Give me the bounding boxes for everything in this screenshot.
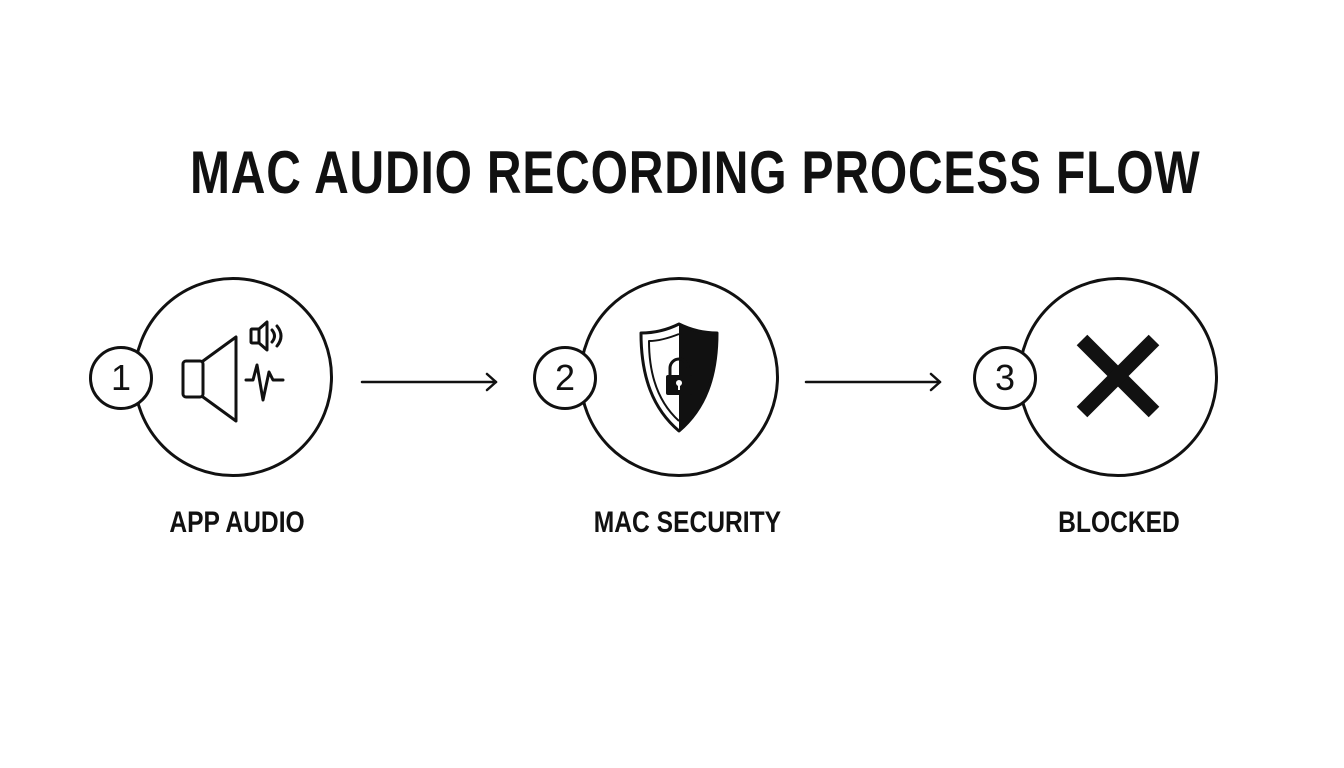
step-3-node (1018, 277, 1218, 477)
speaker-waveform-icon (181, 320, 285, 423)
x-mark-icon (1076, 334, 1160, 418)
step-1-circle (133, 277, 333, 477)
step-2-label: MAC SECURITY (593, 506, 782, 539)
step-3-badge: 3 (973, 346, 1037, 410)
step-1-label: APP AUDIO (169, 506, 305, 539)
arrow-1-to-2 (360, 372, 498, 392)
step-1-badge: 1 (89, 346, 153, 410)
step-2-node (579, 277, 779, 477)
page-title: MAC AUDIO RECORDING PROCESS FLOW (190, 139, 1201, 206)
arrow-2-to-3 (804, 372, 942, 392)
step-3-label: BLOCKED (1058, 506, 1180, 539)
step-1-node (133, 277, 333, 477)
step-2-badge: 2 (533, 346, 597, 410)
shield-lock-icon (639, 322, 719, 433)
